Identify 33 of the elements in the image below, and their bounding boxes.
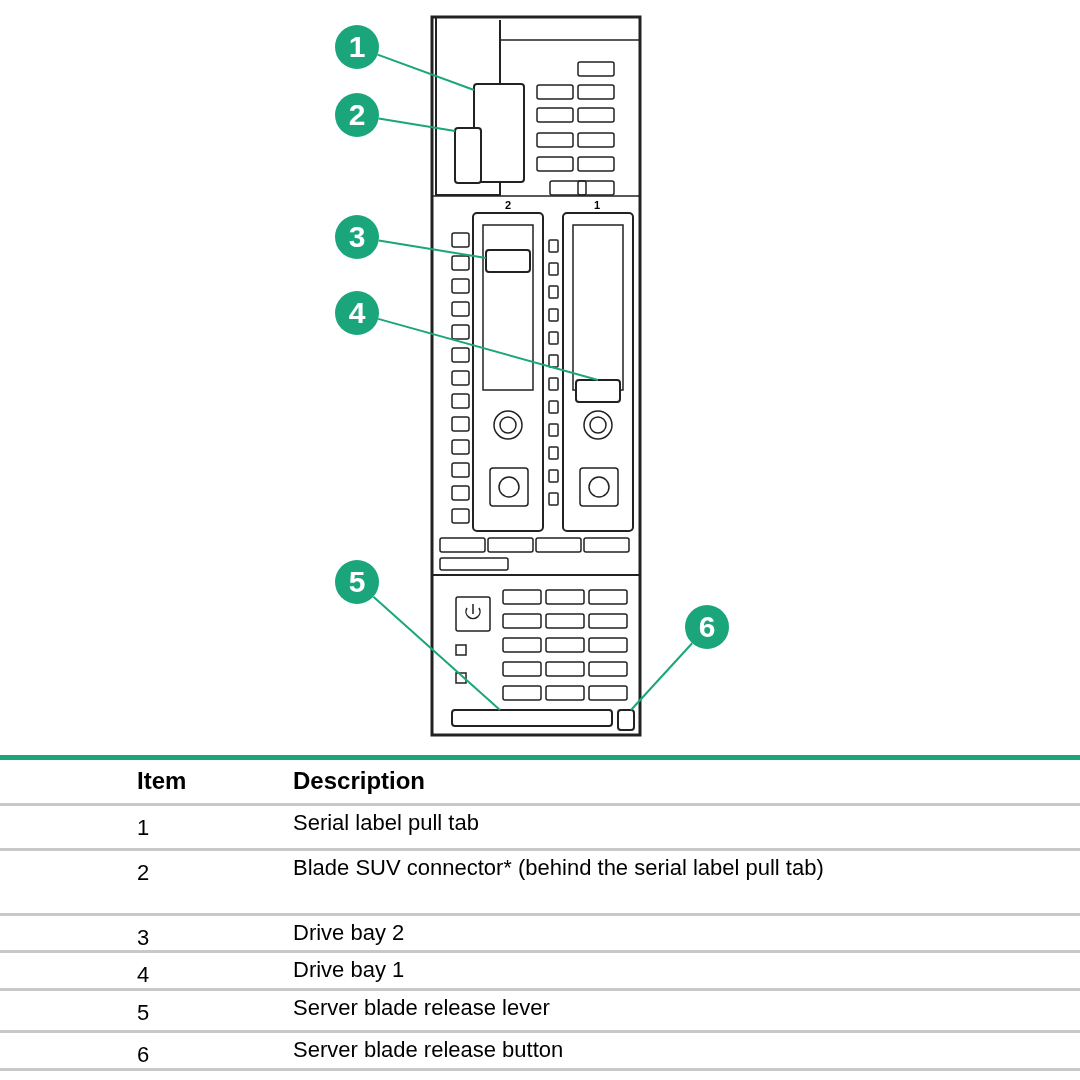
callout-number: 1 [335, 25, 379, 69]
leader-line [376, 53, 475, 91]
item-number: 5 [137, 1000, 150, 1026]
column-header: Description [293, 768, 426, 794]
callout-number: 5 [335, 560, 379, 604]
callout-number: 3 [335, 215, 379, 259]
drive-handle [575, 379, 621, 403]
bay-number: 1 [594, 199, 601, 211]
callout-number: 6 [685, 605, 729, 649]
item-number: 3 [137, 925, 150, 951]
leader-line [377, 239, 487, 259]
callout-number: 4 [335, 291, 379, 335]
pull-tab [473, 83, 525, 183]
item-number: 2 [137, 860, 150, 886]
item-number: 1 [137, 815, 150, 841]
description-text: Server blade release button [293, 1037, 564, 1063]
leader-line [630, 642, 694, 711]
bay-number: 2 [505, 199, 512, 211]
description-text: Drive bay 2 [293, 920, 405, 946]
column-header: Item [137, 768, 187, 794]
leader-line [377, 117, 456, 132]
callout-number: 2 [335, 93, 379, 137]
description-text: Serial label pull tab [293, 810, 479, 836]
description-text: Server blade release lever [293, 995, 550, 1021]
item-number: 6 [137, 1042, 150, 1068]
leader-line [377, 317, 599, 381]
description-text: Blade SUV connector* (behind the serial label pull tab) [293, 855, 824, 881]
connector-port [454, 127, 482, 184]
item-number: 4 [137, 962, 150, 988]
release-button [617, 709, 635, 731]
description-text: Drive bay 1 [293, 957, 405, 983]
release-lever [451, 709, 613, 727]
drive-handle [485, 249, 531, 273]
